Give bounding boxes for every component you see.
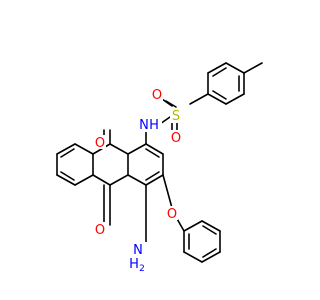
bond-41 bbox=[60, 171, 75, 181]
bond-39 bbox=[74, 174, 94, 186]
bond-13 bbox=[165, 100, 177, 108]
bond-26 bbox=[109, 143, 129, 155]
bond-42 bbox=[162, 174, 173, 209]
bond-36 bbox=[56, 143, 76, 155]
bond-47 bbox=[201, 251, 221, 263]
atom-o-quinone-top: O bbox=[95, 136, 105, 151]
bond-35 bbox=[74, 143, 94, 155]
atom-s-sulfonyl: S bbox=[172, 109, 180, 124]
atom-h-amino: H bbox=[129, 257, 139, 272]
atom-o-sulfonyl-left: O bbox=[152, 88, 162, 103]
bond-layer bbox=[56, 62, 263, 263]
bond-6 bbox=[207, 62, 227, 74]
bond-11 bbox=[189, 93, 209, 105]
bond-48 bbox=[183, 251, 203, 263]
bond-18 bbox=[145, 143, 164, 155]
atom-h2-subscript: 2 bbox=[139, 264, 145, 274]
bond-40 bbox=[60, 148, 75, 158]
bond-1 bbox=[243, 62, 263, 74]
atom-label-layer: O S O N H O O O N H 2 bbox=[94, 87, 182, 274]
structure-canvas: O S O N H O O O N H 2 bbox=[56, 62, 263, 274]
bond-20 bbox=[145, 174, 164, 186]
bond-30 bbox=[109, 174, 129, 186]
bond-4 bbox=[207, 93, 227, 105]
bond-51 bbox=[202, 248, 217, 258]
bond-23 bbox=[127, 143, 147, 155]
bond-24 bbox=[145, 148, 160, 158]
molecule-structure: O S O N H O O O N H 2 bbox=[56, 62, 263, 274]
bond-3 bbox=[225, 93, 245, 105]
atom-o-ether: O bbox=[167, 207, 177, 222]
bond-44 bbox=[183, 220, 203, 232]
atom-n-amino: N bbox=[133, 243, 143, 258]
atom-o-sulfonyl-bottom: O bbox=[171, 131, 181, 146]
bond-29 bbox=[92, 174, 111, 186]
bond-45 bbox=[201, 220, 221, 232]
bond-9 bbox=[212, 90, 227, 100]
atom-h-sulfonamide: H bbox=[149, 118, 159, 133]
bond-25 bbox=[145, 171, 160, 181]
atom-n-sulfonamide: N bbox=[139, 118, 149, 133]
atom-o-quinone-bottom: O bbox=[95, 223, 105, 238]
bond-10 bbox=[212, 67, 227, 77]
bond-50 bbox=[202, 225, 217, 235]
bond-38 bbox=[56, 174, 76, 186]
bond-7 bbox=[225, 62, 245, 74]
bond-21 bbox=[127, 174, 147, 186]
